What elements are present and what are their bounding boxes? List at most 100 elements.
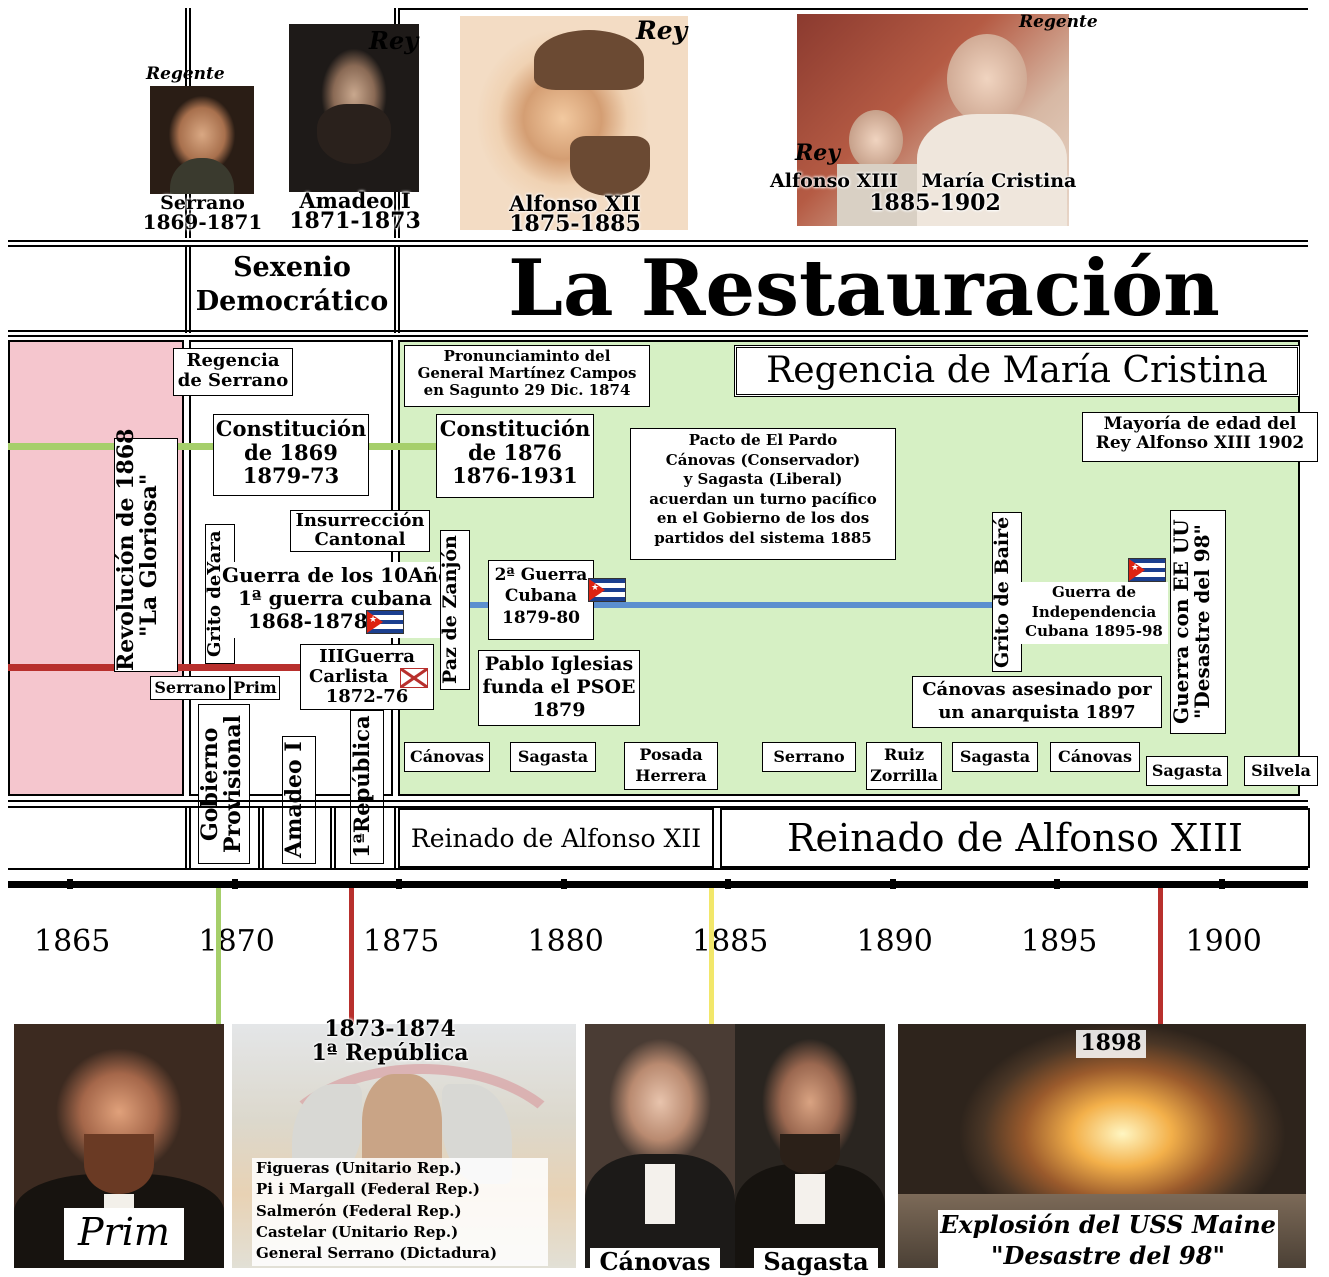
cuban-flag-icon: ★ xyxy=(588,578,626,602)
primera-republica-label: 1ªRepública xyxy=(349,710,384,864)
serrano-years: 1869-1871 xyxy=(142,210,263,234)
amadeo-years: 1871-1873 xyxy=(289,208,421,234)
amadeo-name: Amadeo I xyxy=(299,188,411,213)
regente-tag: Regente xyxy=(1019,12,1098,32)
leader-label: Silvela xyxy=(1244,756,1318,786)
leader-label: Sagasta xyxy=(1146,756,1228,786)
divider xyxy=(8,800,1308,802)
timeline-axis xyxy=(8,881,1308,888)
guerra-eeuu-label: Guerra con EE UU"Desastre del 98" xyxy=(1169,510,1226,734)
year-label: 1865 xyxy=(34,924,111,959)
divider xyxy=(8,335,1308,337)
paz-zanjon-label: Paz de Zanjón xyxy=(439,530,470,690)
reinado-alfonso-xii: Reinado de Alfonso XII xyxy=(398,808,714,868)
year-label: 1875 xyxy=(363,924,440,959)
prim-label: Prim xyxy=(230,676,280,700)
divider xyxy=(330,806,332,870)
regente-tag: Regente xyxy=(146,64,225,84)
divider xyxy=(394,806,396,870)
rey-tag: Rey xyxy=(369,26,419,55)
year-label: 1900 xyxy=(1185,924,1262,959)
leader-label: Sagasta xyxy=(510,742,596,772)
divider xyxy=(185,806,187,870)
timeline-tick xyxy=(1218,879,1225,889)
presidents-list: Figueras (Unitario Rep.) Pi i Margall (F… xyxy=(252,1158,548,1266)
divider xyxy=(394,245,396,333)
divider xyxy=(398,245,400,333)
divider xyxy=(8,245,1308,247)
rey-tag: Rey xyxy=(795,140,841,166)
revolucion-1868-label: Revolución de 1868"La Gloriosa" xyxy=(113,429,178,672)
maria-cristina-name: María Cristina xyxy=(921,170,1077,192)
year-label: 1890 xyxy=(856,924,933,959)
divider xyxy=(8,330,1308,332)
sexenio-title: Sexenio xyxy=(233,252,351,283)
timeline-tick xyxy=(67,879,73,889)
regencia-maria-cristina-box: Regencia de María Cristina xyxy=(734,345,1300,397)
divider xyxy=(258,806,260,870)
serrano-name: Serrano xyxy=(160,192,245,214)
restauracion-title: La Restauración xyxy=(508,243,1220,334)
timeline-tick xyxy=(889,879,896,889)
divider xyxy=(334,806,336,870)
timeline-tick xyxy=(560,879,567,889)
timeline-tick xyxy=(1054,879,1060,889)
sagasta-caption: Sagasta xyxy=(754,1247,878,1276)
year-label: 1880 xyxy=(527,924,604,959)
divider xyxy=(8,240,1308,242)
grito-baire-label: Grito de Bairé xyxy=(991,512,1022,672)
cuban-flag-icon: ★ xyxy=(366,610,404,634)
sexenio-title: Democrático xyxy=(195,286,389,317)
timeline-tick xyxy=(396,879,402,889)
divider xyxy=(189,806,191,870)
reinado-alfonso-xiii: Reinado de Alfonso XIII xyxy=(720,808,1310,868)
maine-caption: Explosión del USS Maine "Desastre del 98… xyxy=(938,1210,1278,1274)
republica-label: 1ª República xyxy=(311,1040,469,1066)
maine-year: 1898 xyxy=(1076,1030,1146,1058)
timeline-tick xyxy=(231,879,238,889)
marker-1898-line xyxy=(1158,888,1163,1028)
divider xyxy=(8,806,1308,808)
marker-1868-line xyxy=(216,888,221,1024)
alfonso-xiii-name: Alfonso XIII xyxy=(769,170,898,192)
leader-label: Sagasta xyxy=(952,742,1038,772)
canovas-caption: Cánovas xyxy=(590,1247,720,1276)
divider xyxy=(262,806,264,870)
alfonso-xii-years: 1875-1885 xyxy=(509,211,641,237)
cuban-war-line xyxy=(460,602,1000,608)
leader-label: Serrano xyxy=(762,742,856,772)
timeline-tick xyxy=(725,879,731,889)
sagasta-portrait xyxy=(735,1024,885,1268)
alfonso-xii-portrait xyxy=(460,16,688,230)
divider xyxy=(398,8,1308,10)
rey-tag: Rey xyxy=(636,16,688,45)
serrano-portrait xyxy=(150,86,254,194)
carlist-flag-icon xyxy=(400,668,428,688)
leader-label: Ruiz Zorrilla xyxy=(866,742,942,790)
leader-label: Cánovas xyxy=(1050,742,1140,772)
canovas-portrait xyxy=(585,1024,735,1268)
marker-1885-line xyxy=(709,888,714,1024)
divider xyxy=(8,868,1308,870)
year-label: 1885 xyxy=(692,924,769,959)
leader-label: Posada Herrera xyxy=(624,742,718,790)
marker-1873-line xyxy=(349,888,354,1024)
alfonso-xiii-years: 1885-1902 xyxy=(869,190,1001,216)
cuban-flag-icon: ★ xyxy=(1128,558,1166,582)
year-label: 1895 xyxy=(1021,924,1098,959)
divider xyxy=(185,245,187,333)
republica-years: 1873-1874 xyxy=(324,1016,456,1042)
year-label: 1870 xyxy=(198,924,275,959)
guerra-10-anos-box: Guerra de los 10Años 1ª guerra cubana 18… xyxy=(222,562,463,638)
